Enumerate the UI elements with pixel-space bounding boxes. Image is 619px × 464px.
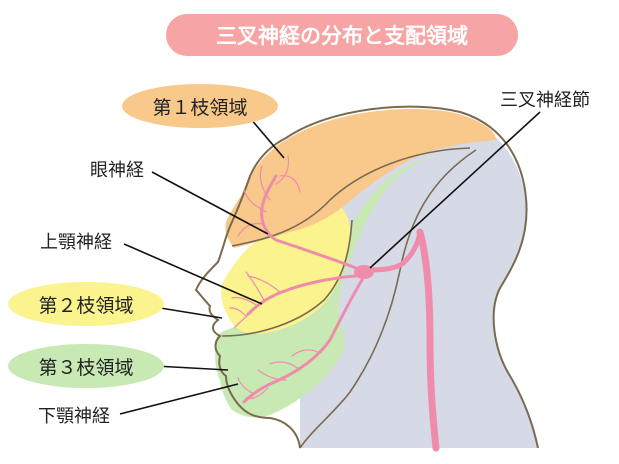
- nerve-trunk-upper: [363, 229, 423, 273]
- maxillary-label: 上顎神経: [40, 232, 112, 253]
- ganglion-label: 三叉神経節: [500, 90, 590, 111]
- title-banner: 三叉神経の分布と支配領域: [166, 14, 518, 56]
- leader-lines: [119, 111, 541, 415]
- head-outline: [194, 105, 539, 449]
- ophthalmic-twig-1: [237, 155, 301, 237]
- ganglion-node: [354, 265, 374, 279]
- v1-region: [225, 109, 496, 248]
- v2-pill: [8, 282, 164, 326]
- nerve-labels: 眼神経 上顎神経 下顎神経 三叉神経節: [38, 90, 590, 427]
- leader-ganglion: [369, 111, 541, 269]
- leader-v1: [249, 117, 285, 159]
- mandibular-branch: [242, 278, 364, 404]
- mandibular-label: 下顎神経: [38, 406, 110, 427]
- maxillary-branch: [246, 274, 358, 316]
- v3-label: 第３枝領域: [38, 357, 133, 379]
- maxillary-twig: [229, 271, 281, 329]
- v3-pill: [8, 344, 164, 388]
- v1-v2-boundary: [231, 147, 471, 247]
- ophthalmic-label: 眼神経: [90, 160, 144, 181]
- v1-label: 第１枝領域: [152, 97, 247, 119]
- nerve-trunk: [416, 228, 440, 452]
- ophthalmic-branch: [260, 174, 358, 270]
- region-labels: 第１枝領域 第２枝領域 第３枝領域: [8, 84, 278, 388]
- title-pill: [166, 14, 518, 56]
- leader-mandibular: [119, 383, 239, 415]
- mandibular-twig: [237, 349, 319, 400]
- page-title: 三叉神経の分布と支配領域: [216, 24, 468, 48]
- trigeminal-nerve: [229, 155, 440, 452]
- v1-pill: [122, 84, 278, 128]
- leader-ophthalmic: [151, 171, 269, 235]
- leader-v3: [154, 365, 229, 371]
- v2-label: 第２枝領域: [38, 295, 133, 317]
- leader-maxillary: [123, 243, 263, 305]
- v2-v3-boundary: [221, 219, 353, 337]
- v3-back-boundary: [299, 149, 477, 449]
